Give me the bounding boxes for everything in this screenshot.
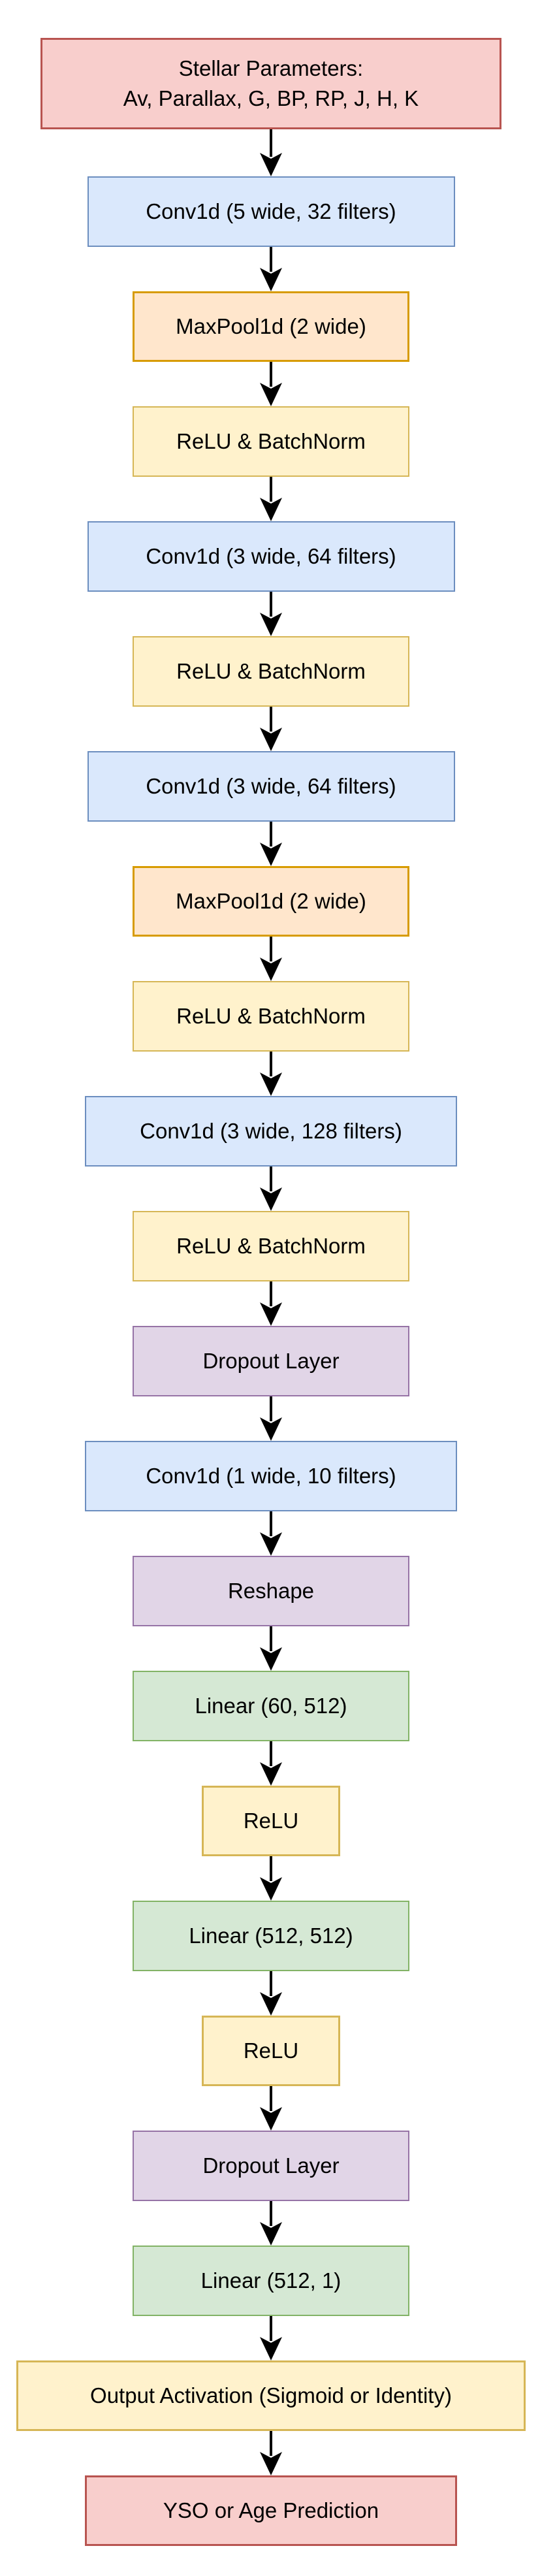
flow-arrow-relu-batchnorm-4-to-dropout1 bbox=[260, 1281, 282, 1326]
node-label-relu-batchnorm-2: ReLU & BatchNorm bbox=[176, 659, 366, 684]
flow-arrow-maxpool1-to-relu-batchnorm-1 bbox=[260, 362, 282, 406]
flow-arrow-input-parameters-to-conv1 bbox=[260, 129, 282, 176]
node-maxpool1: MaxPool1d (2 wide) bbox=[133, 291, 409, 362]
node-relu-batchnorm-4: ReLU & BatchNorm bbox=[133, 1211, 409, 1281]
node-label-linear1: Linear (60, 512) bbox=[195, 1694, 347, 1718]
node-linear1: Linear (60, 512) bbox=[133, 1671, 409, 1741]
flow-arrow-conv5-to-reshape bbox=[260, 1511, 282, 1556]
node-label-maxpool1: MaxPool1d (2 wide) bbox=[176, 314, 366, 339]
node-relu2: ReLU bbox=[202, 2016, 340, 2086]
flow-arrow-linear2-to-relu2 bbox=[260, 1971, 282, 2016]
flow-arrow-relu2-to-dropout2 bbox=[260, 2086, 282, 2131]
node-reshape: Reshape bbox=[133, 1556, 409, 1626]
node-relu-batchnorm-3: ReLU & BatchNorm bbox=[133, 981, 409, 1052]
node-conv1: Conv1d (5 wide, 32 filters) bbox=[87, 176, 455, 247]
node-input-parameters: Stellar Parameters: Av, Parallax, G, BP,… bbox=[40, 38, 501, 129]
node-output-prediction: YSO or Age Prediction bbox=[85, 2475, 457, 2546]
flow-arrow-conv3-to-maxpool2 bbox=[260, 822, 282, 866]
flow-arrow-conv4-to-relu-batchnorm-4 bbox=[260, 1167, 282, 1211]
node-dropout2: Dropout Layer bbox=[133, 2131, 409, 2201]
node-label-conv1: Conv1d (5 wide, 32 filters) bbox=[146, 199, 396, 224]
node-output-activation: Output Activation (Sigmoid or Identity) bbox=[16, 2360, 526, 2431]
flow-arrow-maxpool2-to-relu-batchnorm-3 bbox=[260, 937, 282, 981]
flow-arrow-relu-batchnorm-1-to-conv2 bbox=[260, 477, 282, 521]
node-conv4: Conv1d (3 wide, 128 filters) bbox=[85, 1096, 457, 1167]
node-label-conv2: Conv1d (3 wide, 64 filters) bbox=[146, 544, 396, 569]
node-relu-batchnorm-1: ReLU & BatchNorm bbox=[133, 406, 409, 477]
node-label-reshape: Reshape bbox=[227, 1579, 315, 1603]
flow-arrow-linear1-to-relu1 bbox=[260, 1741, 282, 1786]
node-label-relu2: ReLU bbox=[243, 2038, 299, 2063]
flow-arrow-conv2-to-relu-batchnorm-2 bbox=[260, 592, 282, 636]
node-label-relu-batchnorm-3: ReLU & BatchNorm bbox=[176, 1004, 366, 1029]
node-label-conv3: Conv1d (3 wide, 64 filters) bbox=[146, 774, 396, 799]
node-linear2: Linear (512, 512) bbox=[133, 1901, 409, 1971]
node-maxpool2: MaxPool1d (2 wide) bbox=[133, 866, 409, 937]
node-label-input-parameters: Stellar Parameters: Av, Parallax, G, BP,… bbox=[123, 56, 419, 110]
flow-arrow-dropout1-to-conv5 bbox=[260, 1396, 282, 1441]
flow-arrow-relu1-to-linear2 bbox=[260, 1856, 282, 1901]
node-dropout1: Dropout Layer bbox=[133, 1326, 409, 1396]
flow-arrow-linear3-to-output-activation bbox=[260, 2316, 282, 2360]
node-label-linear3: Linear (512, 1) bbox=[200, 2268, 341, 2293]
node-label-conv4: Conv1d (3 wide, 128 filters) bbox=[140, 1119, 402, 1144]
node-relu-batchnorm-2: ReLU & BatchNorm bbox=[133, 636, 409, 707]
flow-arrow-output-activation-to-output-prediction bbox=[260, 2431, 282, 2475]
flow-arrow-relu-batchnorm-2-to-conv3 bbox=[260, 707, 282, 751]
node-linear3: Linear (512, 1) bbox=[133, 2246, 409, 2316]
node-relu1: ReLU bbox=[202, 1786, 340, 1856]
node-label-dropout2: Dropout Layer bbox=[202, 2153, 340, 2178]
node-label-linear2: Linear (512, 512) bbox=[189, 1924, 353, 1948]
node-label-output-activation: Output Activation (Sigmoid or Identity) bbox=[90, 2383, 452, 2408]
node-conv2: Conv1d (3 wide, 64 filters) bbox=[87, 521, 455, 592]
flow-arrow-reshape-to-linear1 bbox=[260, 1626, 282, 1671]
node-label-relu-batchnorm-4: ReLU & BatchNorm bbox=[176, 1234, 366, 1259]
flow-arrow-conv1-to-maxpool1 bbox=[260, 247, 282, 291]
node-conv3: Conv1d (3 wide, 64 filters) bbox=[87, 751, 455, 822]
node-conv5: Conv1d (1 wide, 10 filters) bbox=[85, 1441, 457, 1511]
node-label-output-prediction: YSO or Age Prediction bbox=[163, 2498, 379, 2523]
node-label-conv5: Conv1d (1 wide, 10 filters) bbox=[146, 1464, 396, 1489]
flow-arrow-relu-batchnorm-3-to-conv4 bbox=[260, 1052, 282, 1096]
flow-arrow-dropout2-to-linear3 bbox=[260, 2201, 282, 2246]
node-label-maxpool2: MaxPool1d (2 wide) bbox=[176, 889, 366, 914]
node-label-dropout1: Dropout Layer bbox=[202, 1349, 340, 1374]
node-label-relu-batchnorm-1: ReLU & BatchNorm bbox=[176, 429, 366, 454]
node-label-relu1: ReLU bbox=[243, 1809, 299, 1833]
